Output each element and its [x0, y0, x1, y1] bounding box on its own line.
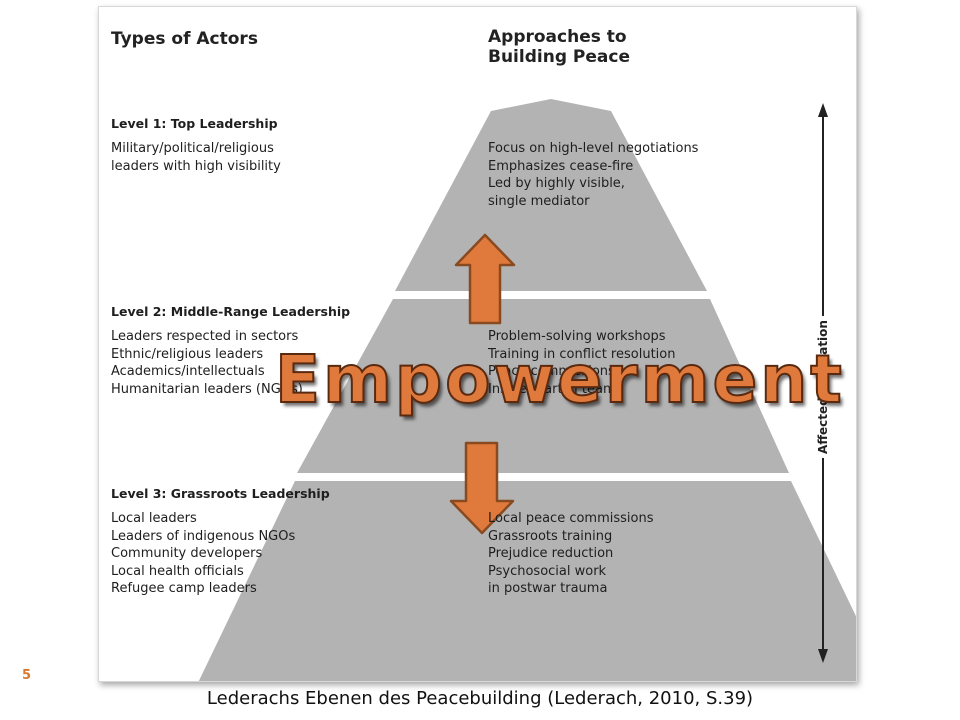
level-3-approach-line: in postwar trauma [488, 581, 608, 596]
level-1-actor-line: leaders with high visibility [111, 158, 281, 174]
level-1-approach-line: Focus on high-level negotiations [488, 141, 699, 156]
level-3-approach-line: Psychosocial work [488, 563, 607, 579]
level-3-actor-line: Local leaders [111, 511, 197, 526]
level-1-title: Level 1: Top Leadership [111, 116, 278, 131]
level-3-actor-line: Local health officials [111, 563, 244, 579]
level-2-actors: Leaders respected in sectors Ethnic/reli… [111, 328, 303, 398]
level-2-approach-line: Training in conflict resolution [488, 346, 676, 362]
level-3-approach-line: Local peace commissions [488, 511, 654, 526]
level-2-actor-line: Ethnic/religious leaders [111, 346, 264, 362]
down-arrow-icon [449, 441, 515, 535]
level-3-actors: Local leaders Leaders of indigenous NGOs… [111, 510, 295, 598]
pyramid-graphic [198, 99, 856, 681]
figure-caption: Lederachs Ebenen des Peacebuilding (Lede… [206, 688, 754, 709]
level-3-approach-line: Grassroots training [488, 528, 613, 544]
level-2-approaches: Problem-solving workshops Training in co… [488, 328, 675, 398]
level-1-approaches: Focus on high-level negotiations Emphasi… [488, 140, 698, 210]
level-2-actor-line: Leaders respected in sectors [111, 329, 299, 344]
approaches-header-line-1: Approaches to [488, 27, 627, 47]
level-1-approach-line: Led by highly visible, [488, 176, 625, 191]
approaches-header: Approaches to Building Peace [488, 27, 630, 67]
approaches-header-line-2: Building Peace [488, 47, 630, 67]
level-3-actor-line: Refugee camp leaders [111, 581, 257, 596]
level-3-actor-line: Community developers [111, 546, 263, 561]
level-1-approach-line: single mediator [488, 193, 590, 209]
lederach-pyramid-figure: Types of Actors Approaches to Building P… [98, 6, 857, 682]
empowerment-overlay-text: Empowerment [274, 340, 845, 419]
actors-header: Types of Actors [111, 29, 258, 49]
level-1-actor-line: Military/political/religious [111, 141, 274, 156]
level-2-approach-line: Problem-solving workshops [488, 329, 666, 344]
level-3-title: Level 3: Grassroots Leadership [111, 486, 330, 501]
page-number: 5 [22, 668, 32, 683]
level-1-actors: Military/political/religious leaders wit… [111, 140, 281, 175]
pyramid-tier-2 [297, 299, 789, 473]
pyramid-tier-3 [198, 481, 856, 681]
level-3-approach-line: Prejudice reduction [488, 546, 614, 561]
level-2-actor-line: Humanitarian leaders (NGOs) [111, 381, 303, 397]
level-2-approach-line: Insider-partial teams [488, 381, 623, 397]
up-arrow-icon [454, 233, 516, 325]
level-3-actor-line: Leaders of indigenous NGOs [111, 528, 296, 544]
level-1-approach-line: Emphasizes cease-fire [488, 158, 634, 174]
level-2-approach-line: Peace commissions [488, 364, 615, 379]
level-2-actor-line: Academics/intellectuals [111, 364, 265, 379]
level-2-title: Level 2: Middle-Range Leadership [111, 304, 351, 319]
level-3-approaches: Local peace commissions Grassroots train… [488, 510, 653, 598]
